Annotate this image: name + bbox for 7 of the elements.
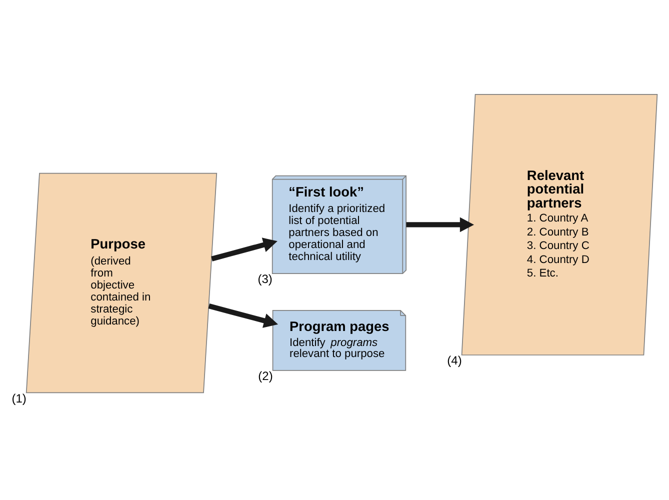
- node-label: (4): [447, 354, 462, 368]
- node-label: (2): [258, 369, 273, 384]
- arrow: [208, 304, 278, 328]
- arrow: [406, 217, 474, 232]
- node-label: (1): [12, 391, 26, 406]
- arrow: [211, 238, 278, 262]
- node-label: (3): [258, 272, 272, 286]
